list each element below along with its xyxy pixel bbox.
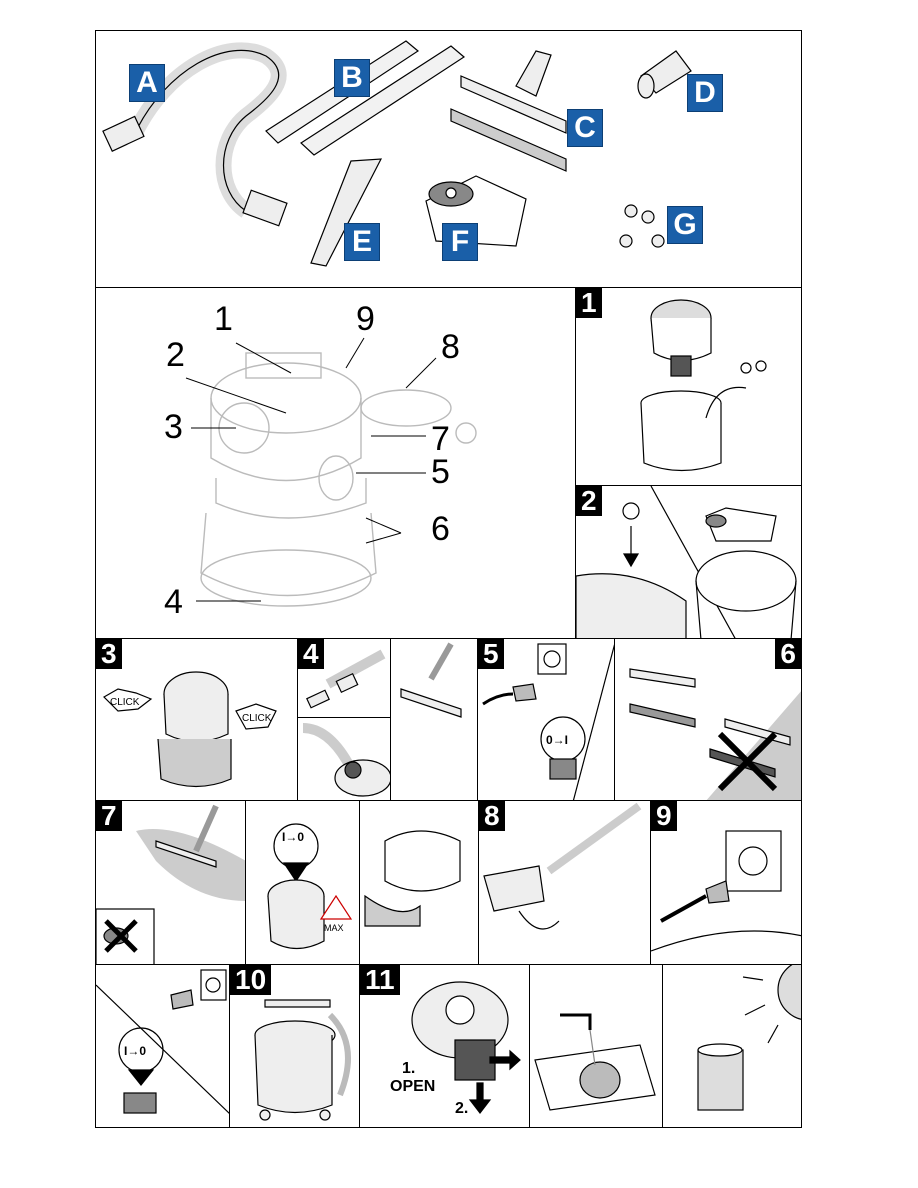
hose-drawing [102, 42, 288, 227]
step-1-panel: 1 [575, 287, 802, 486]
open-label: OPEN [390, 1078, 435, 1095]
floor-nozzle-drawing [450, 50, 567, 172]
open-step-number: 1. [402, 1060, 415, 1077]
callout-7: 7 [431, 420, 450, 458]
step-number-2: 2 [576, 486, 602, 516]
part-label-e: E [344, 223, 380, 261]
step-number-7: 7 [96, 801, 122, 831]
step-number-1: 1 [576, 288, 602, 318]
step-3-illustration: CLICK CLICK [103, 671, 277, 788]
second-step-number: 2. [455, 1100, 468, 1117]
step-3-panel: 3 CLICK CLICK [95, 638, 298, 801]
step-number-4: 4 [298, 639, 324, 669]
step-number-3: 3 [96, 639, 122, 669]
callout-1: 1 [214, 300, 233, 338]
vacuum-overview-illustration [185, 337, 477, 607]
step-unplug-panel: I→0 [95, 964, 230, 1128]
step-11-illustration: 1. OPEN 2. [390, 981, 521, 1117]
crevice-nozzle-drawing [310, 158, 383, 267]
step-number-5: 5 [478, 639, 504, 669]
step-1-illustration [640, 299, 767, 472]
switch-on-label: 0→I [546, 733, 568, 747]
step-7b-illustration: I→0 MAX [267, 823, 353, 950]
part-label-b: B [334, 59, 370, 97]
step-2-panel: 2 [575, 485, 802, 639]
step-7c-illustration [364, 830, 461, 927]
step-number-11: 11 [360, 965, 400, 995]
step-6-illustration [629, 668, 801, 800]
step-5-illustration: 0→I [482, 643, 614, 800]
step-11-panel: 11 1. OPEN 2. [359, 964, 530, 1128]
step-4b-panel [297, 717, 391, 801]
step-2-illustration [576, 486, 797, 638]
step-7b-panel: I→0 MAX [245, 800, 360, 965]
callout-6: 6 [431, 510, 450, 548]
callout-8: 8 [441, 328, 460, 366]
step-7-illustration [96, 804, 245, 964]
step-6-panel: 6 [614, 638, 802, 801]
part-label-d: D [687, 74, 723, 112]
step-9-panel: 9 [650, 800, 802, 965]
step-4c-panel [390, 638, 478, 801]
castors-drawing [619, 204, 665, 248]
max-label: MAX [324, 923, 344, 933]
accessories-panel: A B C D E F G [95, 30, 802, 288]
callout-9: 9 [356, 300, 375, 338]
step-5-panel: 5 0→I [477, 638, 615, 801]
callout-4: 4 [164, 583, 183, 621]
rinse-filter-illustration [534, 1013, 656, 1111]
rinse-filter-panel [529, 964, 663, 1128]
part-label-g: G [667, 206, 703, 244]
click-label-right: CLICK [242, 713, 272, 724]
step-number-6: 6 [775, 639, 801, 669]
part-label-f: F [442, 223, 478, 261]
callout-3: 3 [164, 408, 183, 446]
click-label-left: CLICK [110, 697, 140, 708]
step-4a-illustration [306, 649, 386, 709]
unplug-illustration: I→0 [96, 969, 229, 1114]
step-8-panel: 8 [478, 800, 651, 965]
callout-5: 5 [431, 453, 450, 491]
switch-off-label-1: I→0 [282, 830, 304, 844]
step-8-illustration [483, 802, 642, 930]
dry-filter-illustration [697, 965, 801, 1111]
step-4c-illustration [400, 642, 462, 718]
step-10-illustration [254, 999, 351, 1121]
step-4b-illustration [302, 723, 390, 797]
step-number-9: 9 [651, 801, 677, 831]
switch-off-label-2: I→0 [124, 1044, 146, 1058]
dry-filter-panel [662, 964, 802, 1128]
adapter-drawing [637, 50, 692, 99]
step-9-illustration [651, 830, 801, 952]
step-10-panel: 10 [229, 964, 360, 1128]
step-number-10: 10 [230, 965, 272, 995]
step-7-panel: 7 [95, 800, 246, 965]
callout-2: 2 [166, 336, 185, 374]
overview-panel: 1 2 3 4 5 6 7 8 9 [95, 287, 576, 639]
step-7c-panel [359, 800, 479, 965]
part-label-c: C [567, 109, 603, 147]
part-label-a: A [129, 64, 165, 102]
step-4-panel: 4 [297, 638, 391, 718]
step-number-8: 8 [479, 801, 505, 831]
